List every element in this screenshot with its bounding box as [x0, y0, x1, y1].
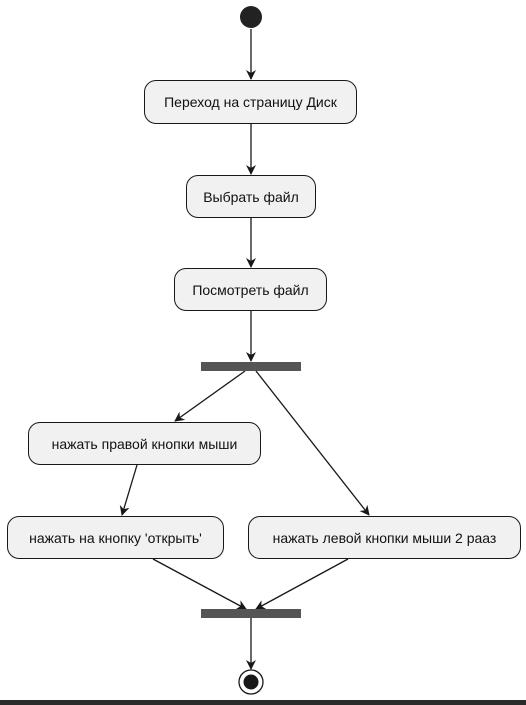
activity-double-left-click: нажать левой кнопки мыши 2 рааз	[248, 516, 521, 559]
arrow-right-click-to-open	[119, 464, 138, 516]
activity-select-file: Выбрать файл	[186, 175, 316, 218]
arrow-open-to-join	[152, 558, 247, 610]
bottom-border	[0, 700, 526, 705]
arrow-fork-to-right-click	[174, 370, 246, 422]
activity-click-open: нажать на кнопку 'открыть'	[7, 516, 224, 559]
activity-right-click: нажать правой кнопки мыши	[28, 422, 261, 465]
arrow-double-click-to-join	[255, 558, 349, 610]
start-node	[240, 6, 262, 28]
arrow-fork-to-double-click	[255, 370, 370, 516]
join-bar	[201, 609, 301, 618]
fork-bar	[201, 362, 301, 371]
end-node-inner	[243, 674, 259, 690]
activity-go-to-disk: Переход на страницу Диск	[144, 80, 357, 124]
activity-view-file: Посмотреть файл	[174, 268, 327, 311]
